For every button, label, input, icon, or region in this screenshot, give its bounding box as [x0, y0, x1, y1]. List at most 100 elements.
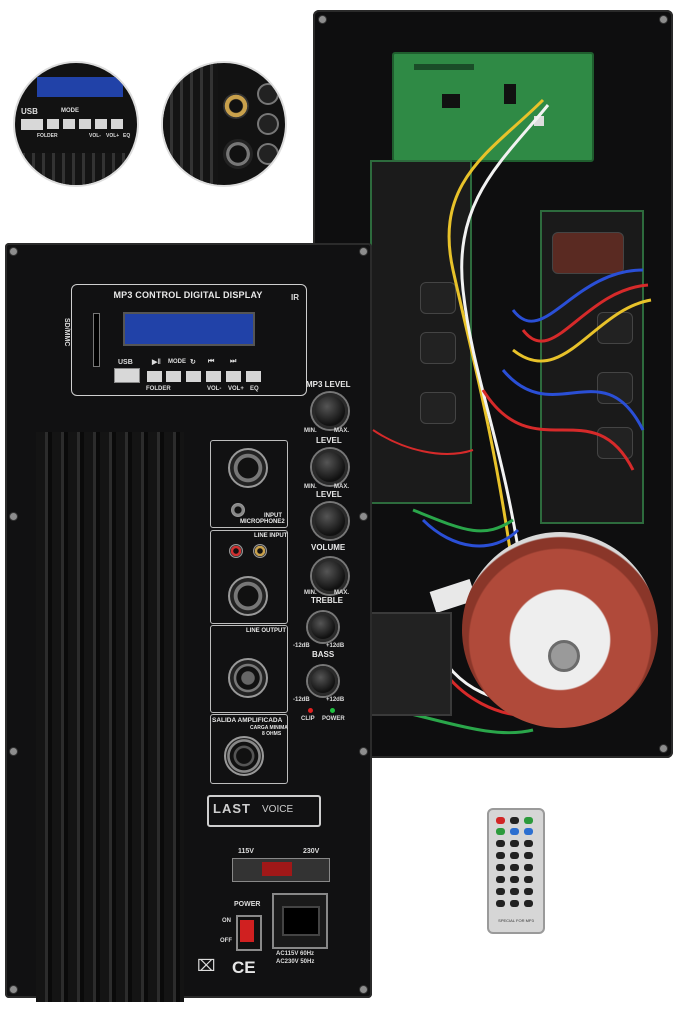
remote-button[interactable]	[524, 876, 533, 883]
clip-led	[308, 708, 313, 713]
remote-button[interactable]	[510, 900, 519, 907]
salida-amplificada-label: SALIDA AMPLIFICADA	[212, 717, 283, 724]
power-indicator-label: POWER	[322, 716, 345, 722]
volume-knob[interactable]	[312, 558, 348, 594]
xlr-line-input-jack[interactable]	[228, 576, 268, 616]
line-input-box	[210, 530, 288, 624]
play-pause-button[interactable]	[147, 371, 162, 382]
carga-minima-label: CARGA MINIMA	[250, 725, 288, 731]
screw	[319, 16, 326, 23]
mp3-module	[71, 284, 307, 396]
screw	[360, 513, 367, 520]
power-switch-label: POWER	[234, 901, 261, 908]
brand-logo	[207, 795, 321, 827]
capacitor	[420, 392, 456, 424]
voltage-selector-slider[interactable]	[262, 862, 292, 876]
remote-button[interactable]	[496, 864, 505, 871]
screw	[10, 748, 17, 755]
remote-button[interactable]	[496, 900, 505, 907]
logo-last-text: LAST	[213, 801, 251, 816]
remote-button[interactable]	[510, 852, 519, 859]
remote-button[interactable]	[510, 888, 519, 895]
input-label: INPUT	[264, 513, 282, 519]
power-switch-rocker[interactable]	[240, 920, 254, 942]
ac-power-inlet-socket	[282, 906, 320, 936]
remote-button[interactable]	[524, 840, 533, 847]
plus-12db-label: +12dB	[326, 697, 345, 703]
xlr-line-output-jack[interactable]	[228, 658, 268, 698]
bass-knob[interactable]	[308, 666, 338, 696]
eq-button[interactable]	[246, 371, 261, 382]
logo-voice-text: VOICE	[262, 804, 294, 815]
line-output-box	[210, 625, 288, 713]
remote-button[interactable]	[496, 888, 505, 895]
off-label: OFF	[220, 938, 232, 944]
screw	[360, 248, 367, 255]
max-label: MAX.	[334, 484, 349, 490]
230v-label: 230V	[303, 848, 320, 855]
ac-rating-line-2: AC230V 50Hz	[276, 959, 315, 965]
remote-button[interactable]	[510, 864, 519, 871]
treble-knob[interactable]	[308, 612, 338, 642]
mode-button[interactable]	[166, 371, 181, 382]
level-1-label: LEVEL	[316, 436, 342, 445]
remote-button[interactable]	[524, 852, 533, 859]
button	[111, 119, 123, 129]
zoom-mp3-buttons: USB MODE FOLDER VOL- VOL+ EQ	[15, 63, 137, 185]
rca-input-right[interactable]	[229, 544, 243, 558]
remote-button[interactable]	[524, 828, 533, 835]
remote-button[interactable]	[524, 900, 533, 907]
usb-port[interactable]	[114, 368, 140, 383]
remote-button[interactable]	[510, 876, 519, 883]
screw	[660, 16, 667, 23]
button	[63, 119, 75, 129]
remote-button[interactable]	[524, 888, 533, 895]
level-1-knob[interactable]	[312, 449, 348, 485]
sd-card-slot[interactable]	[93, 313, 100, 367]
next-button[interactable]	[226, 371, 241, 382]
max-label: MAX.	[334, 428, 349, 434]
speakon-output-jack[interactable]	[224, 736, 264, 776]
remote-button[interactable]	[496, 840, 505, 847]
capacitor	[420, 332, 456, 364]
remote-button[interactable]	[524, 817, 533, 824]
treble-label: TREBLE	[311, 596, 343, 605]
min-label: MIN.	[304, 590, 317, 596]
pcb-trace	[414, 64, 474, 70]
minus-12db-label: -12dB	[293, 643, 310, 649]
remote-button[interactable]	[496, 876, 505, 883]
clip-label: CLIP	[301, 716, 315, 722]
transformer-bolt	[548, 640, 580, 672]
zoom-folder-label: FOLDER	[37, 133, 58, 139]
mic-jack[interactable]	[231, 503, 245, 517]
previous-icon: ⏮	[208, 358, 215, 365]
line-input-label: LINE INPUT	[254, 533, 288, 539]
remote-button[interactable]	[510, 817, 519, 824]
mp3-level-knob[interactable]	[312, 393, 348, 429]
next-icon: ⏭	[230, 358, 237, 365]
min-label: MIN.	[304, 484, 317, 490]
zoom-eq-label: EQ	[123, 133, 131, 139]
remote-power-button[interactable]	[496, 817, 505, 824]
remote-button[interactable]	[496, 828, 505, 835]
remote-button[interactable]	[510, 828, 519, 835]
remote-caption: SPECIAL FOR MP3	[498, 918, 534, 923]
repeat-button[interactable]	[186, 371, 201, 382]
min-label: MIN.	[304, 428, 317, 434]
level-2-knob[interactable]	[312, 503, 348, 539]
ac-rating-line-1: AC115V 60Hz	[276, 951, 315, 957]
previous-button[interactable]	[206, 371, 221, 382]
button	[79, 119, 91, 129]
rca-input-left[interactable]	[253, 544, 267, 558]
mp3-module-title: MP3 CONTROL DIGITAL DISPLAY	[113, 290, 263, 300]
chip	[504, 84, 516, 104]
toroidal-transformer	[462, 532, 658, 728]
remote-button[interactable]	[524, 864, 533, 871]
ohms-label: 8 OHMS	[262, 731, 282, 737]
remote-button[interactable]	[496, 852, 505, 859]
screw	[10, 248, 17, 255]
remote-button[interactable]	[510, 840, 519, 847]
xlr-mic-input-jack[interactable]	[228, 448, 268, 488]
usb-port	[21, 119, 43, 130]
remote-control[interactable]: SPECIAL FOR MP3	[487, 808, 545, 934]
